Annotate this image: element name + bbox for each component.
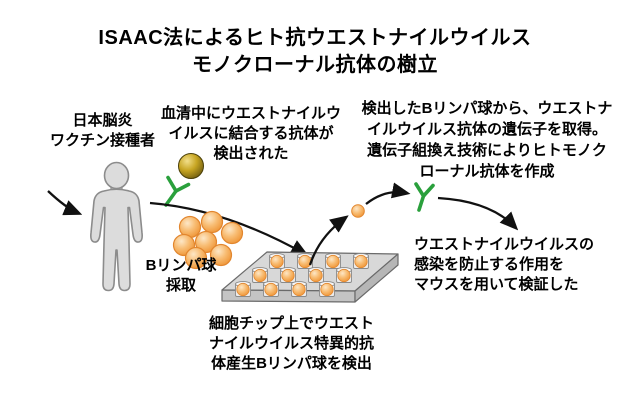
arrow-cell-to-antibody-icon bbox=[365, 182, 411, 205]
chip-label-line-2: ナイルウイルス特異的抗 bbox=[208, 335, 374, 352]
serum-label-line-3: 検出された bbox=[213, 145, 289, 162]
mouse-verification-label: ウエストナイルウイルスの 感染を防止する作用を マウスを用いて検証した bbox=[414, 235, 626, 295]
gene-label-line-3: 遺伝子組換え技術によりヒトモノク bbox=[367, 142, 607, 159]
cell-chip-icon bbox=[221, 251, 399, 303]
chip-label-line-3: 体産生Bリンパ球を検出 bbox=[211, 355, 372, 372]
arrow-antibody-to-verification-icon bbox=[437, 196, 519, 231]
gene-cloning-label: 検出したBリンパ球から、ウエストナ イルウイルス抗体の遺伝子を取得。 遺伝子組換… bbox=[348, 98, 626, 182]
gene-label-line-4: ローナル抗体を作成 bbox=[419, 163, 555, 180]
title-line-1: ISAAC法によるヒト抗ウエストナイルウイルス bbox=[98, 27, 532, 49]
antibody-icon bbox=[414, 182, 435, 212]
arrow-well-to-cell-icon bbox=[308, 215, 349, 266]
verify-label-line-1: ウエストナイルウイルスの bbox=[414, 236, 595, 253]
serum-antibody-label: 血清中にウエストナイルウ イルスに結合する抗体が 検出された bbox=[143, 104, 359, 164]
b-cell-collection-label: Bリンパ球 採取 bbox=[121, 256, 241, 296]
vaccinee-label-line-2: ワクチン接種者 bbox=[49, 132, 155, 149]
title-line-2: モノクローナル抗体の樹立 bbox=[192, 54, 438, 76]
human-figure-icon bbox=[90, 161, 143, 292]
b-cell-cluster-icon bbox=[172, 210, 244, 270]
diagram-title: ISAAC法によるヒト抗ウエストナイルウイルス モノクローナル抗体の樹立 bbox=[0, 25, 630, 79]
bcell-label-line-1: Bリンパ球 bbox=[145, 257, 217, 274]
single-b-cell-icon bbox=[351, 204, 365, 218]
gene-label-line-1: 検出したBリンパ球から、ウエストナ bbox=[361, 100, 613, 117]
vaccinee-label-line-1: 日本脳炎 bbox=[72, 112, 133, 129]
gene-label-line-2: イルウイルス抗体の遺伝子を取得。 bbox=[366, 121, 607, 138]
cell-chip-label: 細胞チップ上でウエスト ナイルウイルス特異的抗 体産生Bリンパ球を検出 bbox=[179, 314, 404, 374]
bcell-label-line-2: 採取 bbox=[165, 277, 196, 294]
serum-label-line-1: 血清中にウエストナイルウ bbox=[160, 105, 341, 122]
verify-label-line-2: 感染を防止する作用を bbox=[414, 256, 565, 273]
virus-antibody-icon bbox=[164, 153, 204, 207]
serum-label-line-2: イルスに結合する抗体が bbox=[168, 125, 334, 142]
arrow-figure-to-chip-icon bbox=[149, 201, 310, 257]
arrow-vaccinee-to-figure-icon bbox=[47, 190, 83, 216]
vaccinee-label: 日本脳炎 ワクチン接種者 bbox=[25, 111, 180, 151]
verify-label-line-3: マウスを用いて検証した bbox=[414, 276, 579, 293]
chip-label-line-1: 細胞チップ上でウエスト bbox=[208, 315, 374, 332]
